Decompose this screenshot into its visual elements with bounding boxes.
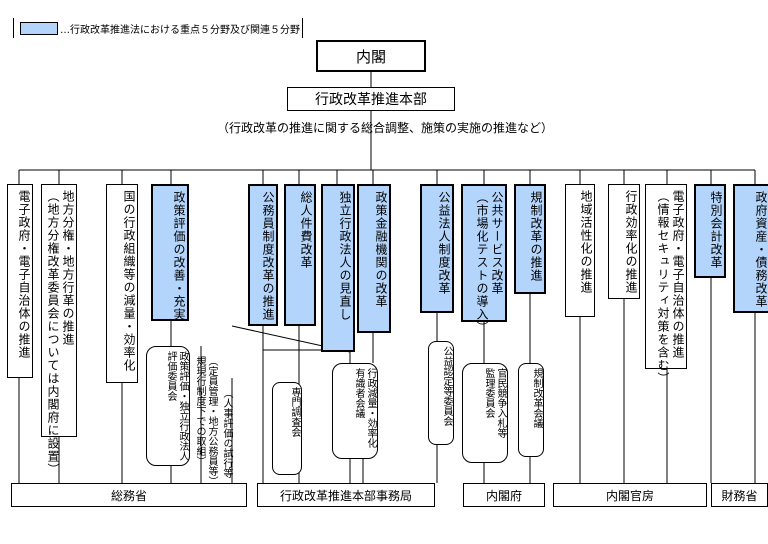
col-egov: 電子政府・電子自治体の推進 <box>7 184 33 378</box>
koueki-committee: 公益認定等委員会 <box>428 341 454 445</box>
teiin-note: （定員管理・地方公務員等） 規現行制度下での取組） <box>194 356 217 486</box>
cabinet-label: 内閣 <box>355 47 386 66</box>
ministry-cabinet-secretariat: 内閣官房 <box>553 483 707 507</box>
yushiki-committee: 行政減量・効率化 有識者会議 <box>332 363 378 459</box>
ministry-somusho: 総務省 <box>11 483 247 507</box>
col-indep-admin: 独立行政法人の見直し <box>321 184 355 352</box>
jinji-note: （人事評価の試行等 <box>221 388 232 478</box>
kanmin-committee: 官民競争入札等 監理委員会 <box>462 363 508 463</box>
col-admin-efficiency: 行政効率化の推進 <box>608 184 640 299</box>
col-public-interest: 公益法人制度改革 <box>420 184 454 313</box>
legend-swatch <box>20 21 58 35</box>
col-regional: 地域活性化の推進 <box>565 184 595 317</box>
hq-label: 行政改革推進本部 <box>315 92 427 108</box>
col-gov-assets: 政府資産・債務改革 <box>733 184 768 313</box>
col-civil-service: 公務員制度改革の推進 <box>248 184 278 326</box>
cabinet-box: 内閣 <box>316 40 426 72</box>
ministry-hq-secretariat: 行政改革推進本部事務局 <box>257 483 435 507</box>
kisei-committee: 規制改革会議 <box>518 363 544 457</box>
col-regulation: 規制改革の推進 <box>514 184 546 294</box>
hq-box: 行政改革推進本部 <box>287 87 455 111</box>
legend-text: …行政改革推進法における重点５分野及び関連５分野 <box>60 24 300 36</box>
col-policy-finance: 政策金融機関の改革 <box>357 184 391 333</box>
legend: …行政改革推進法における重点５分野及び関連５分野 <box>13 18 303 38</box>
ministry-cabinet-office: 内閣府 <box>463 483 545 507</box>
hq-description: （行政改革の推進に関する総合調整、施策の実施の推進など） <box>216 121 553 135</box>
col-special-accounts: 特別会計改革 <box>694 184 726 278</box>
ministry-finance: 財務省 <box>711 483 768 507</box>
col-local-decentral: 地方分権・地方行革の推進 （地方分権改革委員会については内閣府に設置） <box>41 184 77 476</box>
col-personnel-cost: 総人件費改革 <box>284 184 316 326</box>
senmon-committee: 専門調査会 <box>272 382 302 475</box>
col-public-service: 公共サービス改革 （市場化テストの導入） <box>461 184 507 334</box>
col-policy-eval: 政策評価の改善・充実 <box>151 184 189 321</box>
col-org-reduction: 国の行政組織等の減量・効率化 <box>106 184 138 383</box>
col-egov-security: 電子政府・電子自治体の推進 （情報セキュリティ対策を含む） <box>645 184 687 385</box>
seisaku-committee: 政策評価・独立行政法人 評価委員会 <box>146 346 190 466</box>
